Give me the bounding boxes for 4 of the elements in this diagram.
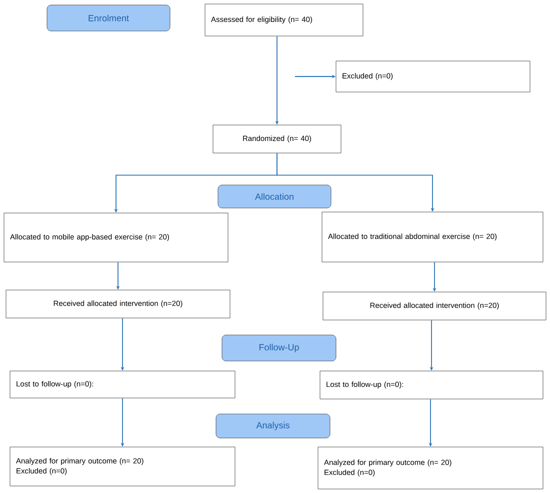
stage-label: Enrolment bbox=[46, 4, 170, 32]
stage-label: Allocation bbox=[218, 184, 332, 208]
stage-label: Follow-Up bbox=[222, 334, 336, 362]
stage-label: Analysis bbox=[216, 414, 330, 438]
